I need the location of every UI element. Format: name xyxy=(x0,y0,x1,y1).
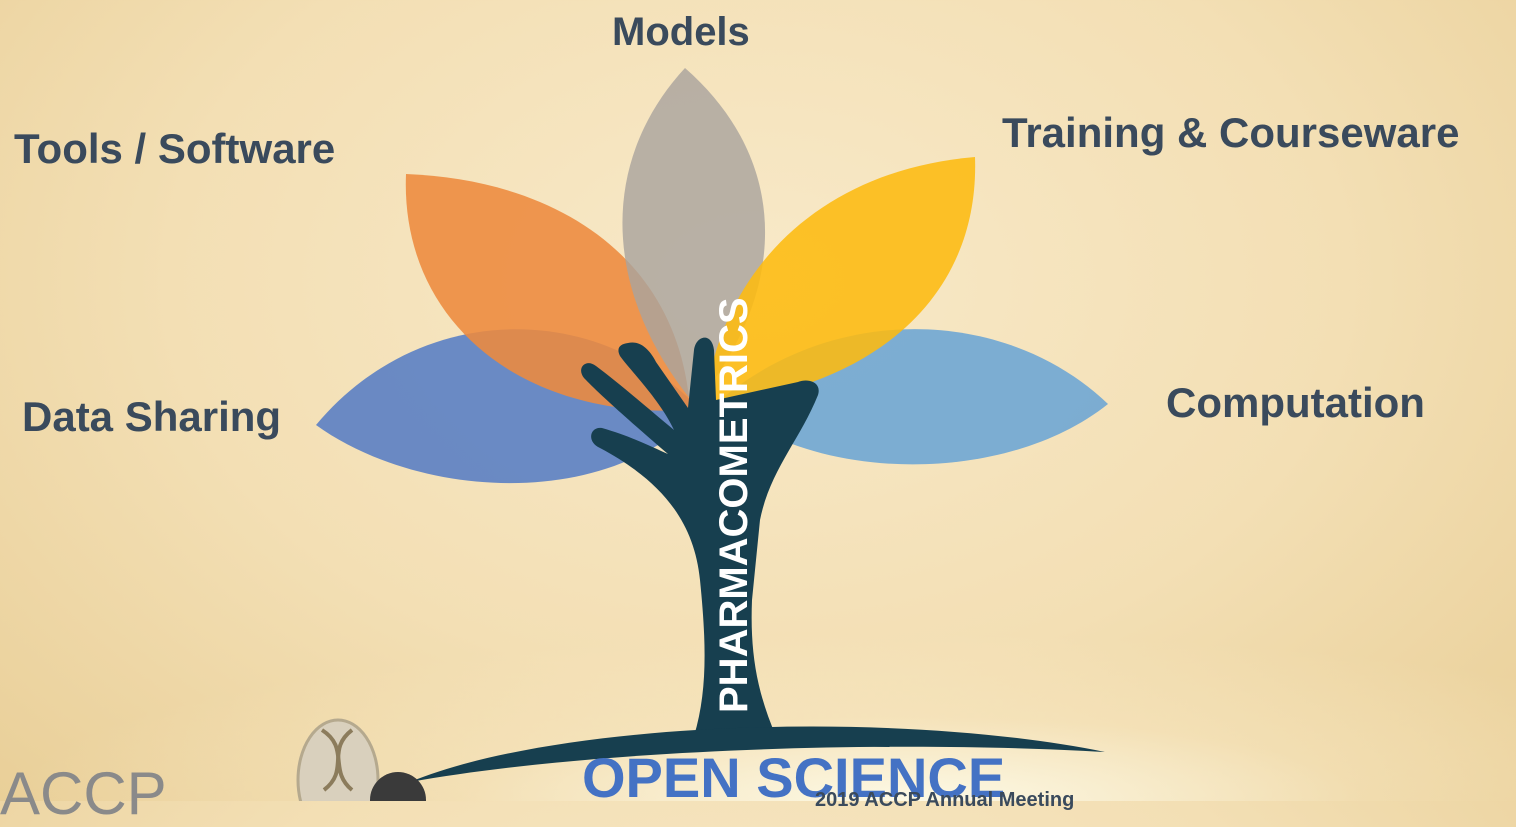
label-computation: Computation xyxy=(1166,379,1425,426)
leaf-training-courseware xyxy=(705,157,976,405)
tree-hand-trunk xyxy=(410,337,1105,782)
accp-logo-text: ACCP xyxy=(0,760,167,827)
footer-meeting-text: 2019 ACCP Annual Meeting xyxy=(815,789,1075,811)
label-training-courseware: Training & Courseware xyxy=(1002,109,1460,156)
root-label-open-science: OPEN SCIENCE xyxy=(582,746,1006,809)
dna-helix-icon xyxy=(296,718,426,801)
trunk-label-pharmacometrics: PHARMACOMETRICS xyxy=(712,297,756,713)
label-models: Models xyxy=(612,10,750,54)
label-tools-software: Tools / Software xyxy=(14,125,336,172)
label-data-sharing: Data Sharing xyxy=(22,393,282,440)
ground-arc xyxy=(410,726,1105,782)
open-science-tree-diagram xyxy=(296,68,1108,801)
